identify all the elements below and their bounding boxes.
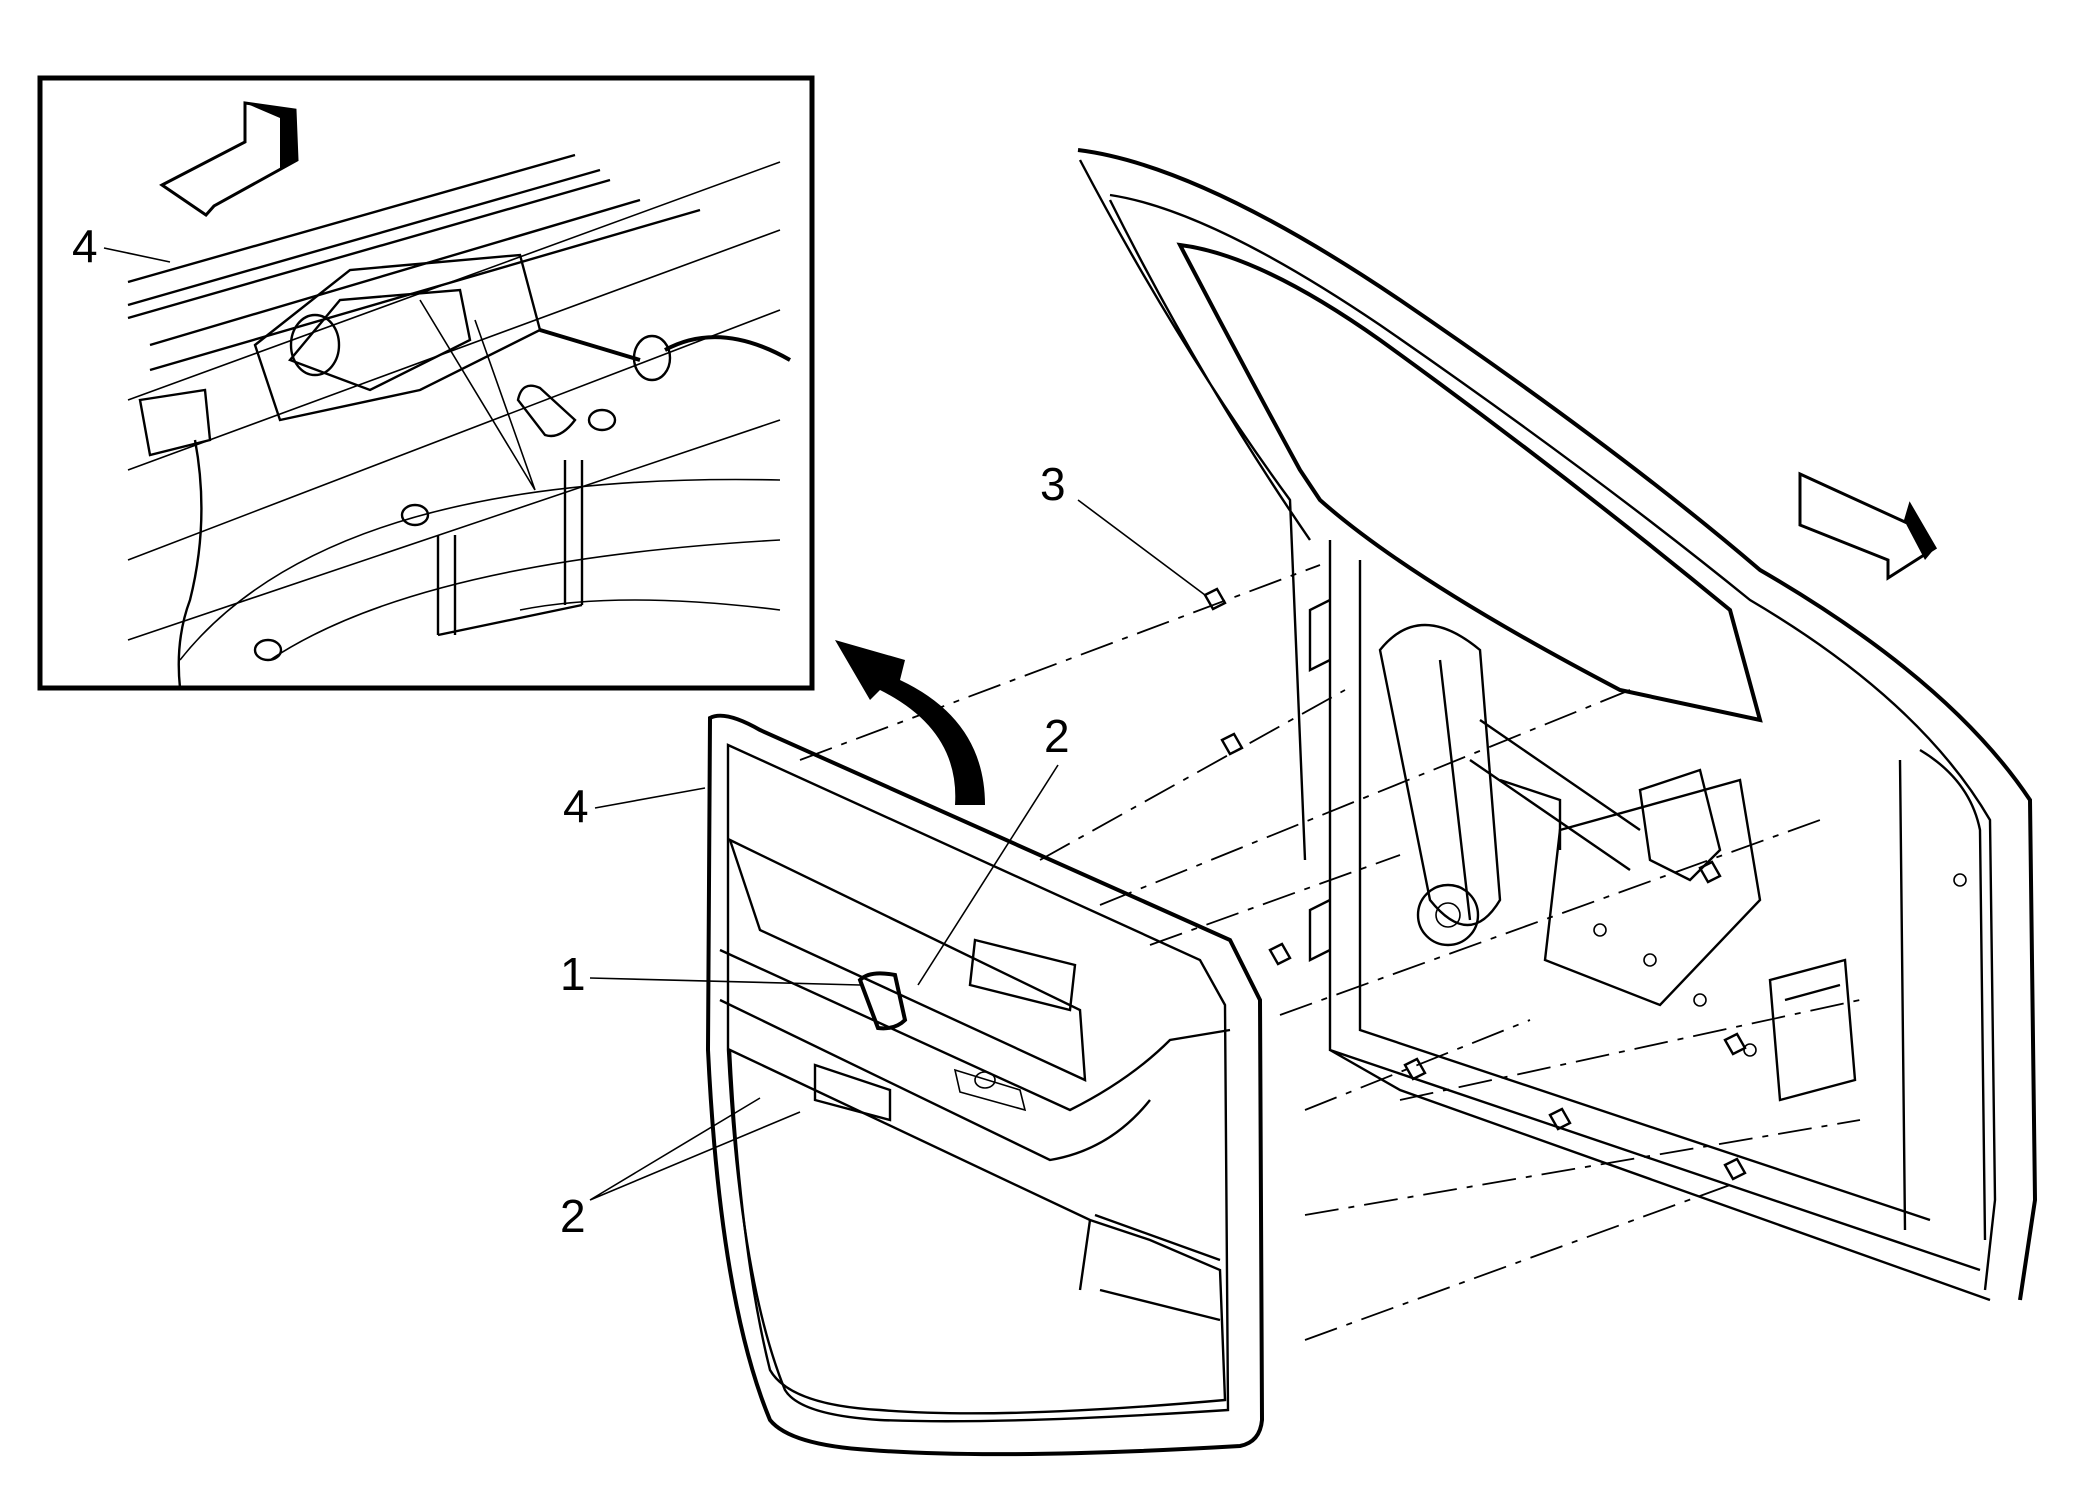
inset-direction-arrow-shade xyxy=(245,103,297,170)
door-inner-panel-outline xyxy=(1328,540,1991,1302)
inset-detail: 4 xyxy=(37,75,815,691)
leader-handle-bezel xyxy=(589,977,861,986)
leader-screws-pull-cup xyxy=(589,1097,801,1201)
upper-trim-insert xyxy=(727,837,1087,1082)
callout-screw-handle: 2 xyxy=(1044,710,1070,762)
callouts: 3 2 4 1 2 xyxy=(560,458,1206,1242)
trim-panel-outer xyxy=(705,713,1265,1457)
door-frame-outer xyxy=(1077,148,2038,1301)
pull-cup xyxy=(813,1063,892,1122)
door-module-cutout xyxy=(1543,778,1762,1007)
map-pocket xyxy=(728,1048,1227,1415)
fastener-pin xyxy=(1268,942,1292,966)
alignment-line-6 xyxy=(1304,1019,1531,1111)
inset-leader-lines xyxy=(419,299,536,491)
trim-panel xyxy=(705,640,1265,1457)
speaker-mount-inner xyxy=(1435,902,1461,928)
alignment-line-3 xyxy=(1099,689,1631,906)
inset-pin-a xyxy=(587,408,617,432)
inset-latch-cam xyxy=(289,313,341,377)
alignment-line-9 xyxy=(1304,1184,1731,1341)
leader-screw-handle xyxy=(917,764,1059,986)
leader-panel xyxy=(594,787,706,809)
inside-handle xyxy=(857,971,908,1031)
fastener-pin xyxy=(1203,587,1227,611)
window-regulator xyxy=(1378,623,1502,926)
alignment-line-4 xyxy=(1149,854,1401,946)
alignment-line-5 xyxy=(1279,819,1821,1016)
callout-handle-bezel: 1 xyxy=(560,948,586,1000)
door-frame-front-post xyxy=(1078,159,1311,861)
forward-direction-arrow-shade xyxy=(1905,505,1935,560)
inset-clip xyxy=(516,384,577,438)
alignment-lines xyxy=(799,564,1861,1341)
inset-cable xyxy=(539,328,791,362)
leader-fastener xyxy=(1077,499,1206,596)
door-frame-outer-inner-edge xyxy=(1109,193,1997,1291)
fastener-pin xyxy=(1220,732,1244,756)
inset-frame xyxy=(37,75,815,691)
callout-screws-pull-cup: 2 xyxy=(560,1190,586,1242)
inset-belt-strip xyxy=(127,153,701,372)
door-rear-edge xyxy=(1898,748,1987,1241)
callout-fastener: 3 xyxy=(1040,458,1066,510)
inset-pin-b xyxy=(400,503,430,527)
fastener-pin xyxy=(1403,1057,1427,1081)
inset-cable-connector xyxy=(632,334,672,382)
lower-pocket-detail xyxy=(1078,1213,1221,1322)
inset-inner-panel-lines xyxy=(127,161,781,641)
fastener-pin xyxy=(1723,1157,1747,1181)
door-frame xyxy=(1077,148,2038,1302)
fastener-pin xyxy=(1698,860,1722,884)
callout-panel: 4 xyxy=(563,780,589,832)
alignment-line-1 xyxy=(799,564,1321,761)
armrest xyxy=(719,948,1231,1162)
fasteners xyxy=(1203,587,1747,1181)
callout-inset-panel: 4 xyxy=(72,220,98,272)
inset-hanger-bracket xyxy=(436,460,584,637)
door-panel-holes xyxy=(1593,873,1967,1057)
latch-assembly xyxy=(1768,958,1857,1102)
speaker-mount xyxy=(1416,883,1480,947)
inset-wire-harness xyxy=(138,388,212,689)
inset-pin-c xyxy=(253,638,283,662)
fastener-pin xyxy=(1723,1032,1747,1056)
leader-inset-panel xyxy=(103,247,171,263)
fastener-pin xyxy=(1548,1107,1572,1131)
hinge-area xyxy=(1308,598,1331,962)
alignment-line-7 xyxy=(1399,999,1861,1101)
alignment-line-8 xyxy=(1304,1119,1861,1216)
trim-panel-inner-edge xyxy=(726,743,1230,1423)
window-opening xyxy=(1176,242,1763,723)
removal-direction-arrow xyxy=(835,640,985,805)
window-switch-bezel xyxy=(968,938,1077,1012)
window-switches xyxy=(953,1068,1027,1112)
